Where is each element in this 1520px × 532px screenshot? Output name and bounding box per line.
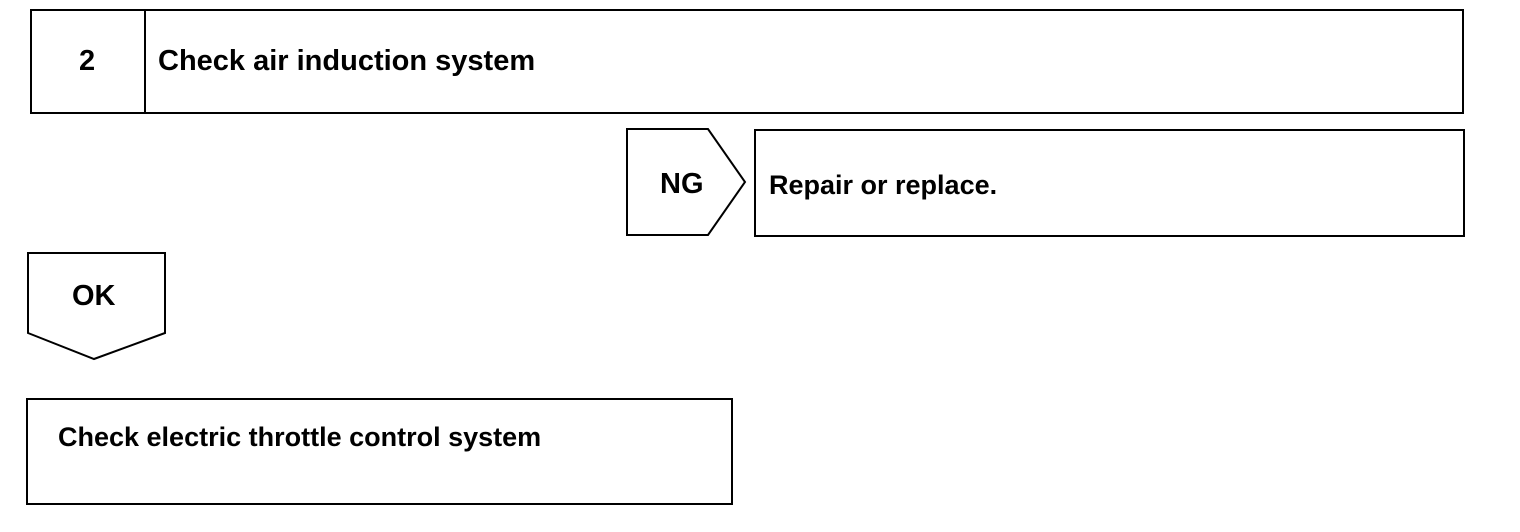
ng-action-text: Repair or replace. [769, 170, 998, 200]
next-step-box [26, 398, 733, 505]
ng-arrow-tag [626, 128, 747, 236]
step-number-divider [30, 9, 146, 114]
ng-label: NG [660, 168, 704, 200]
ok-arrow-tag [27, 252, 166, 361]
step-header-box [30, 9, 1464, 114]
next-step-title: Check electric throttle control system [58, 422, 542, 452]
ng-action-box [754, 129, 1465, 237]
step-number: 2 [79, 45, 96, 77]
ok-label: OK [72, 280, 116, 312]
step-title: Check air induction system [158, 45, 536, 77]
